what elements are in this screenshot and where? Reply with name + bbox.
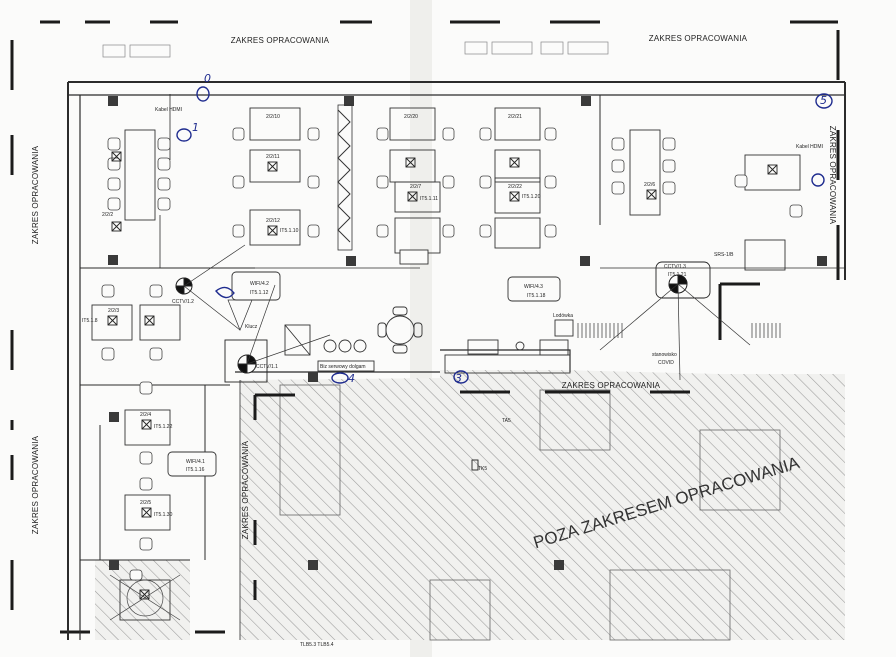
station-label: stanowisko (652, 352, 677, 358)
fridge-label: Lodówka (553, 313, 573, 319)
pen-number: 0 (204, 72, 211, 85)
desk-id: 2/2/7 (410, 184, 421, 190)
desk-id: 2/2/3 (108, 308, 119, 314)
pc-label: IT5.1.8 (82, 318, 98, 324)
zone-label-middle: ZAKRES OPRACOWANIA (562, 381, 661, 390)
wifi-label: WIFI/4.2 (250, 281, 269, 287)
wifi-sublabel: IT5.1.18 (527, 293, 546, 299)
hdmi-cable-label: Kabel HDMI (155, 107, 182, 113)
device-boxes (167, 249, 561, 477)
walls (67, 81, 846, 640)
desk-id: 2/2/10 (266, 114, 280, 120)
zone-label-right: ZAKRES OPRACOWANIA (828, 126, 837, 225)
wifi-sublabel: IT5.1.12 (250, 290, 269, 296)
cctv-sublabel: IT5.1.21 (668, 272, 687, 278)
desks (91, 107, 801, 621)
srs-label: SRS-1/B (714, 252, 734, 258)
data-outlets (107, 151, 778, 600)
covid-label: COVID (658, 360, 674, 366)
cctv-label: CCTV/1.1 (256, 364, 278, 370)
radiators (577, 323, 781, 338)
zone-label-left-lower: ZAKRES OPRACOWANIA (31, 435, 40, 534)
zone-label-top-left: ZAKRES OPRACOWANIA (231, 36, 330, 45)
desk-id: 2/2/2 (102, 212, 113, 218)
camera-cones (183, 244, 751, 381)
server-cabinet-label: Biz serwowy dolgam (320, 364, 366, 370)
partition-frame (337, 104, 353, 251)
cctv-label: CCTV/1.2 (172, 299, 194, 305)
key-label: Klucz (245, 324, 258, 330)
pc-label: IT5.1.20 (522, 194, 541, 200)
pc-label: IT5.1.30 (154, 512, 173, 518)
pen-annotations: 0 1 5 3 4 (176, 72, 833, 385)
wifi-sublabel: IT5.1.16 (186, 467, 205, 473)
round-table (284, 306, 423, 356)
ta5-label: TA5 (502, 418, 511, 424)
scope-boundary (10, 20, 840, 634)
chairs (101, 127, 803, 581)
pen-number: 3 (455, 372, 462, 385)
stairs (109, 574, 181, 621)
desk-id: 2/2/20 (404, 114, 418, 120)
desk-id: 2/2/4 (140, 412, 151, 418)
pen-number: 4 (348, 372, 355, 385)
desk-id: 2/2/6 (644, 182, 655, 188)
desk-id: 2/2/12 (266, 218, 280, 224)
columns (108, 96, 827, 570)
hdmi-cable-label-right: Kabel HDMI (796, 144, 823, 150)
partition (337, 109, 351, 243)
zone-label-top-right: ZAKRES OPRACOWANIA (649, 34, 748, 43)
zone-label-corridor: ZAKRES OPRACOWANIA (241, 440, 250, 539)
title-stubs (102, 41, 609, 58)
kitchen-counter (444, 319, 574, 374)
pen-number: 1 (192, 121, 199, 134)
pc-label: IT5.1.10 (280, 228, 299, 234)
desk-id: 2/2/11 (266, 154, 280, 160)
wifi-label: WIFI/4.1 (186, 459, 205, 465)
pc-label: IT5.1.22 (154, 424, 173, 430)
pen-number: 5 (820, 94, 827, 107)
desk-id: 2/2/21 (508, 114, 522, 120)
tk5-label: TK5 (478, 466, 487, 472)
desk-id: 2/2/22 (508, 184, 522, 190)
zone-label-left-upper: ZAKRES OPRACOWANIA (31, 145, 40, 244)
desk-id: 2/2/5 (140, 500, 151, 506)
cctv-label: CCTV/1.3 (664, 264, 686, 270)
pc-label: IT5.1.11 (420, 196, 438, 202)
tlb-label: TLB5.3 TLB5.4 (300, 642, 334, 648)
wifi-label: WIFI/4.3 (524, 284, 543, 290)
